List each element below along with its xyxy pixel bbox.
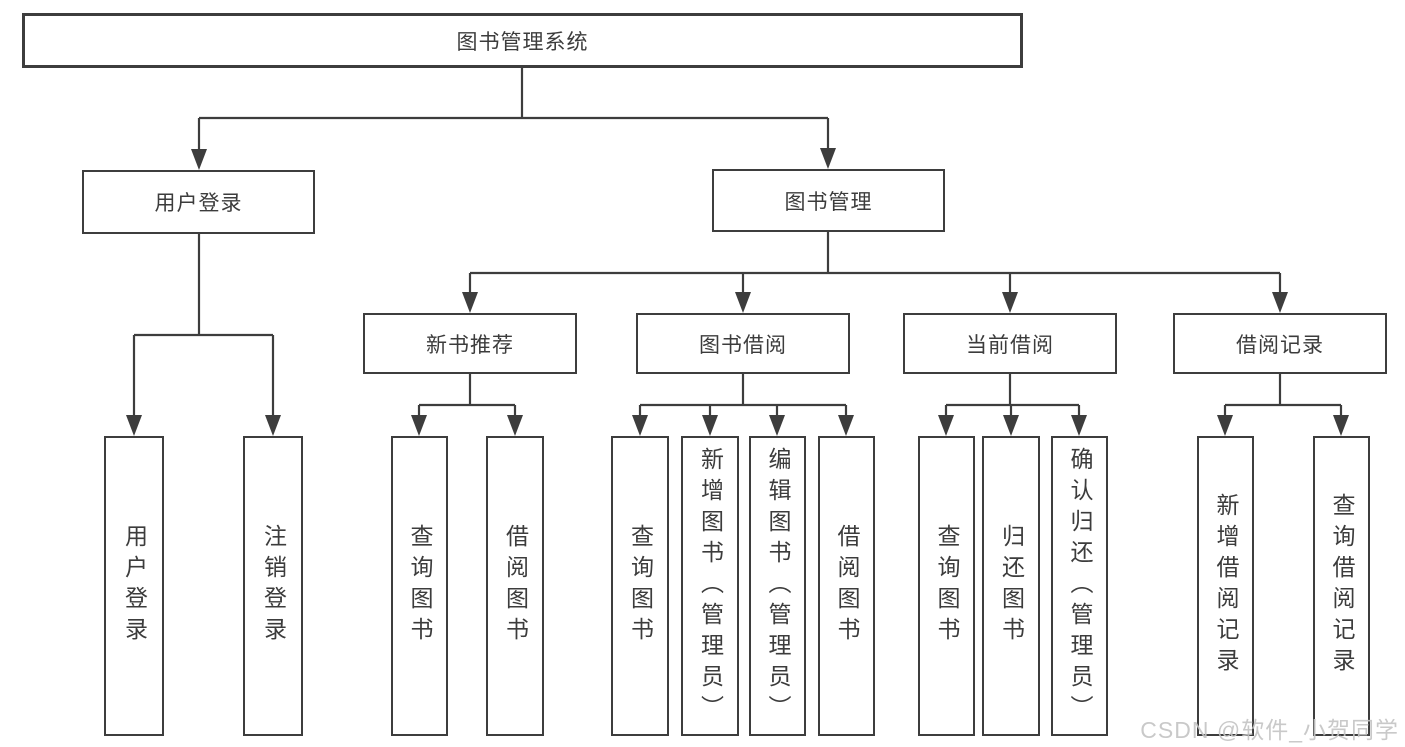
- leaf-query-borrow-record: 查询借阅记录: [1313, 436, 1370, 736]
- leaf-add-borrow-record: 新增借阅记录: [1197, 436, 1254, 736]
- csdn-watermark: CSDN @软件_小贺同学: [1140, 717, 1399, 743]
- leaf-label: 归还图书: [998, 524, 1025, 648]
- node-label: 借阅记录: [1236, 333, 1324, 357]
- node-book-management: 图书管理: [712, 169, 945, 232]
- connector-lines: [132, 68, 1343, 416]
- leaf-add-books-admin: 新增图书（管理员）: [681, 436, 739, 736]
- leaf-label: 确认归还（管理员）: [1067, 446, 1093, 726]
- leaf-query-books-recommend: 查询图书: [391, 436, 448, 736]
- leaf-logout: 注销登录: [243, 436, 303, 736]
- leaf-edit-books-admin: 编辑图书（管理员）: [749, 436, 806, 736]
- leaf-query-books-borrowing: 查询图书: [611, 436, 669, 736]
- leaf-label: 编辑图书（管理员）: [765, 446, 791, 726]
- leaf-label: 新增图书（管理员）: [697, 446, 724, 726]
- leaf-return-books: 归还图书: [982, 436, 1040, 736]
- leaf-label: 借阅图书: [502, 524, 529, 648]
- node-user-login: 用户登录: [82, 170, 315, 234]
- leaf-query-books-current: 查询图书: [918, 436, 975, 736]
- node-label: 图书借阅: [699, 333, 787, 357]
- leaf-label: 用户登录: [121, 524, 148, 648]
- node-label: 当前借阅: [966, 333, 1054, 357]
- leaf-user-login: 用户登录: [104, 436, 164, 736]
- leaf-label: 查询图书: [627, 524, 654, 648]
- leaf-label: 查询图书: [407, 524, 433, 648]
- leaf-confirm-return-admin: 确认归还（管理员）: [1051, 436, 1108, 736]
- leaf-label: 借阅图书: [834, 524, 860, 648]
- node-label: 用户登录: [154, 192, 243, 215]
- node-label: 图书管理系统: [456, 30, 589, 54]
- node-library-management-system: 图书管理系统: [22, 13, 1023, 68]
- node-book-borrowing: 图书借阅: [636, 313, 850, 374]
- leaf-label: 新增借阅记录: [1213, 493, 1239, 679]
- leaf-label: 查询图书: [934, 524, 960, 648]
- arrow-heads: [126, 148, 1349, 436]
- node-borrowing-records: 借阅记录: [1173, 313, 1387, 374]
- leaf-label: 查询借阅记录: [1329, 493, 1355, 679]
- leaf-borrow-books-borrowing: 借阅图书: [818, 436, 875, 736]
- node-label: 图书管理: [784, 190, 873, 214]
- node-label: 新书推荐: [426, 333, 514, 357]
- node-current-borrowing: 当前借阅: [903, 313, 1117, 374]
- leaf-label: 注销登录: [260, 524, 287, 648]
- leaf-borrow-books-recommend: 借阅图书: [486, 436, 544, 736]
- node-new-book-recommend: 新书推荐: [363, 313, 577, 374]
